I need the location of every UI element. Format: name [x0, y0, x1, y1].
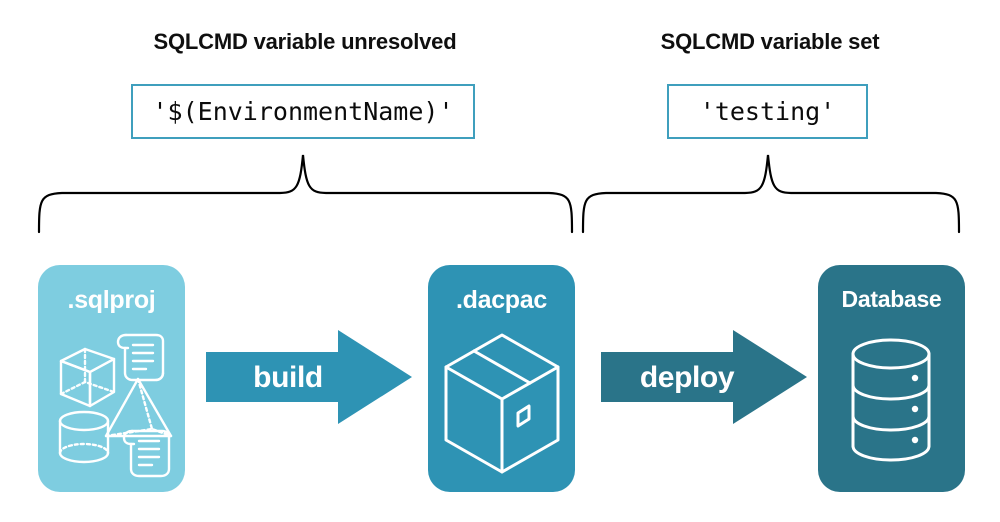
- node-sqlproj-label: .sqlproj: [67, 286, 156, 314]
- heading-sqlcmd-set: SQLCMD variable set: [660, 29, 880, 54]
- cylinder-icon: [58, 410, 110, 464]
- heading-sqlcmd-unresolved: SQLCMD variable unresolved: [153, 29, 457, 54]
- package-box-icon: [444, 333, 560, 474]
- node-dacpac: .dacpac: [428, 265, 575, 492]
- left-curly-brace: [37, 154, 574, 234]
- node-database-label: Database: [841, 286, 942, 312]
- sqlproj-artwork: [58, 333, 173, 478]
- arrow-build-label: build: [253, 361, 323, 394]
- code-box-environment-name: '$(EnvironmentName)': [131, 84, 475, 139]
- database-cylinder-icon: [851, 338, 931, 462]
- dacpac-artwork: [444, 333, 560, 474]
- arrow-deploy-shape: [601, 330, 807, 424]
- pyramid-icon: [104, 377, 173, 438]
- node-database: Database: [818, 265, 965, 492]
- code-box-testing: 'testing': [667, 84, 868, 139]
- scroll-icon: [122, 429, 171, 478]
- cube-icon: [59, 347, 116, 408]
- database-artwork: [851, 338, 931, 462]
- right-curly-brace: [581, 154, 961, 234]
- arrow-build-shape: [206, 330, 412, 424]
- node-dacpac-label: .dacpac: [455, 286, 547, 314]
- arrow-deploy-label: deploy: [639, 361, 735, 394]
- node-sqlproj: .sqlproj: [38, 265, 185, 492]
- arrow-deploy: deploy: [601, 330, 807, 424]
- arrow-build: build: [206, 330, 412, 424]
- scroll-icon: [116, 333, 165, 382]
